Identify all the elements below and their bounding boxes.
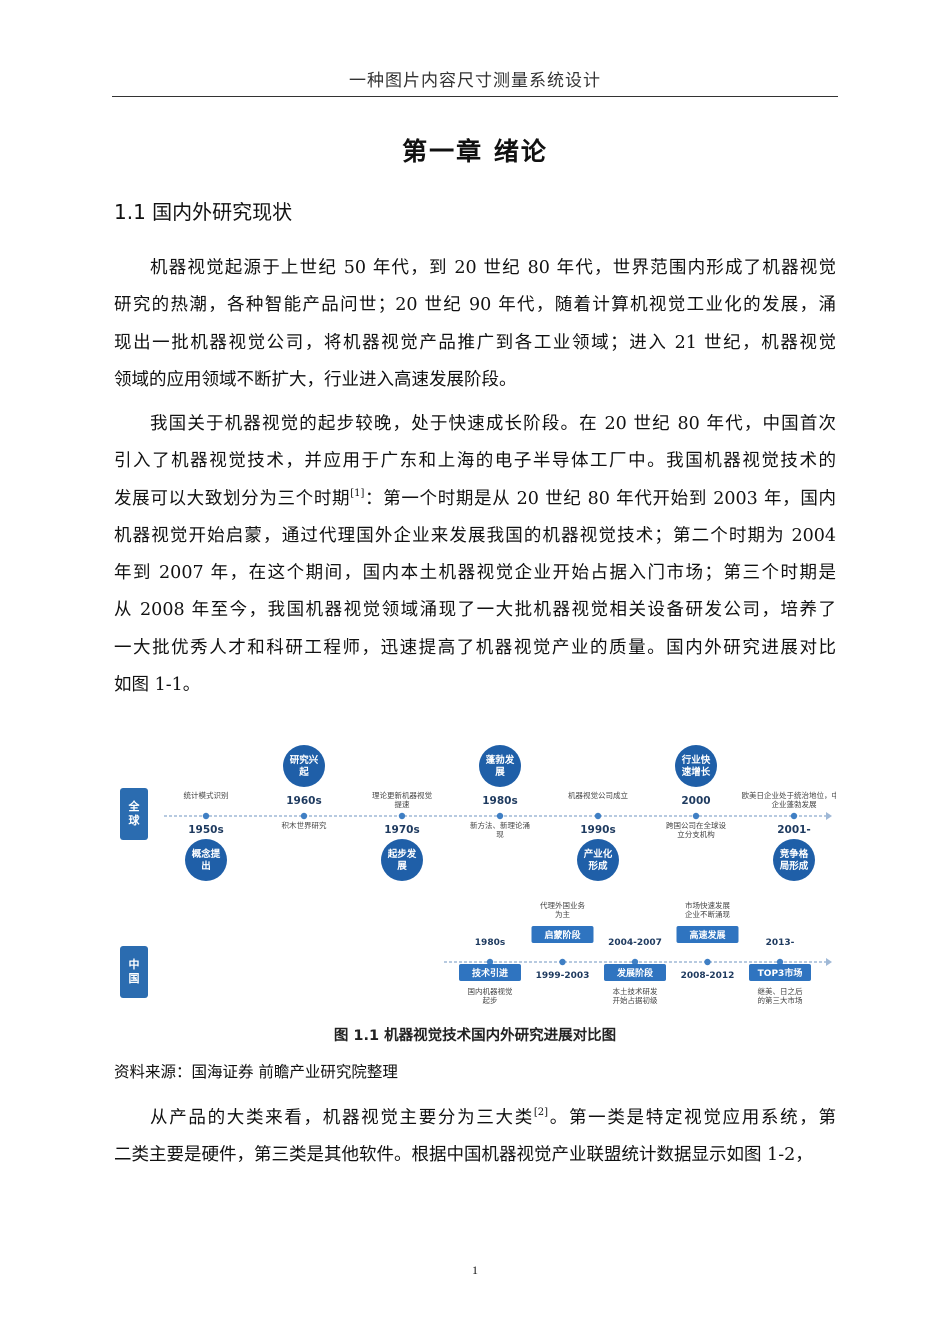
header-rule bbox=[112, 96, 838, 97]
paragraph-line: 机器视觉起源于上世纪 50 年代，到 20 世纪 80 年代，世界范围内形成了机… bbox=[150, 258, 836, 278]
timeline-dot bbox=[704, 958, 711, 966]
stage-label: 行业快速增长 bbox=[681, 754, 711, 778]
paragraph-line: 二类主要是硬件，第三类是其他软件。根据中国机器视觉产业联盟统计数据显示如图 1-… bbox=[114, 1145, 813, 1166]
event-note: 代理外国业务为主 bbox=[540, 900, 585, 919]
timeline-dot bbox=[496, 812, 504, 820]
timeline-dot bbox=[631, 958, 639, 966]
event-note: 本土技术研发开始占据初级 bbox=[613, 986, 658, 1005]
year-label: 2013- bbox=[766, 938, 795, 948]
timeline-dot bbox=[559, 958, 566, 966]
stage-label: 高速发展 bbox=[689, 929, 725, 941]
event-note: 国内机器视觉起步 bbox=[468, 986, 513, 1005]
year-label: 1999-2003 bbox=[536, 971, 590, 981]
stage-label: 研究兴起 bbox=[290, 754, 319, 778]
paragraph-line: 现出一批机器视觉公司，将机器视觉产品推广到各工业领域；进入 21 世纪，机器视觉 bbox=[114, 332, 836, 353]
stage-box bbox=[459, 964, 521, 981]
paragraph-line: 发展可以大致划分为三个时期[1]：第一个时期是从 20 世纪 80 年代开始到 … bbox=[114, 481, 836, 518]
citation-ref: [1] bbox=[350, 487, 365, 499]
event-note: 理论更新机器视觉提速 bbox=[372, 790, 432, 809]
paragraph-line: 如图 1-1。 bbox=[114, 675, 201, 696]
timeline-dot bbox=[398, 812, 406, 820]
event-note: 跨国公司在全球设立分支机构 bbox=[666, 820, 726, 839]
paragraph-line: 研究的热潮，各种智能产品问世；20 世纪 90 年代，随着计算机视觉工业化的发展… bbox=[114, 295, 836, 316]
event-note: 新方法、新理论涌现 bbox=[470, 820, 530, 839]
paragraph-text: 发展可以大致划分为三个时期 bbox=[114, 488, 351, 509]
stage-label: 蓬勃发展 bbox=[486, 754, 515, 778]
stage-box bbox=[531, 926, 594, 943]
paragraph-line: 我国关于机器视觉的起步较晚，处于快速成长阶段。在 20 世纪 80 年代，中国首… bbox=[150, 414, 836, 434]
global-label: 全球 bbox=[128, 799, 141, 827]
china-label: 中国 bbox=[129, 957, 140, 985]
stage-box bbox=[676, 926, 739, 943]
paragraph-line: 领域的应用领域不断扩大，行业进入高速发展阶段。 bbox=[114, 369, 517, 390]
year-label: 1950s bbox=[188, 824, 223, 836]
event-note: 市场快速发展企业不断涌现 bbox=[685, 900, 730, 919]
paragraph-text: 从产品的大类来看，机器视觉主要分为三大类 bbox=[150, 1108, 534, 1128]
timeline-dot bbox=[202, 812, 210, 820]
stage-box bbox=[604, 964, 666, 981]
paragraph-line: 从产品的大类来看，机器视觉主要分为三大类[2]。第一类是特定视觉应用系统，第 bbox=[114, 1100, 836, 1137]
stage-label: 技术引进 bbox=[472, 967, 508, 979]
event-note: 继美、日之后的第三大市场 bbox=[758, 986, 803, 1005]
event-note: 积木世界研究 bbox=[282, 820, 327, 830]
event-note: 统计模式识别 bbox=[184, 790, 229, 800]
paragraph-2: 我国关于机器视觉的起步较晚，处于快速成长阶段。在 20 世纪 80 年代，中国首… bbox=[114, 406, 836, 704]
year-label: 1970s bbox=[384, 824, 419, 836]
stage-bubble bbox=[773, 839, 815, 881]
stage-label: 启蒙阶段 bbox=[544, 929, 581, 941]
timeline-dot bbox=[594, 812, 602, 820]
year-label: 2008-2012 bbox=[681, 971, 735, 981]
section-title: 1.1 国内外研究现状 bbox=[114, 200, 293, 224]
stage-label: 概念提出 bbox=[192, 848, 221, 872]
running-header: 一种图片内容尺寸测量系统设计 bbox=[349, 71, 601, 91]
timeline-dot bbox=[486, 958, 494, 966]
year-label: 1990s bbox=[580, 824, 615, 836]
paragraph-line: 从 2008 年至今，我国机器视觉领域涌现了一大批机器视觉相关设备研发公司，培养… bbox=[114, 600, 836, 621]
year-label: 2004-2007 bbox=[608, 938, 662, 948]
stage-label: 产业化形成 bbox=[584, 848, 613, 872]
paragraph-line: 年到 2007 年，在这个期间，国内本土机器视觉企业开始占据入门市场；第三个时期… bbox=[114, 563, 836, 584]
year-label: 2000 bbox=[681, 795, 710, 807]
stage-box bbox=[749, 964, 811, 981]
year-label: 1980s bbox=[475, 938, 505, 948]
paragraph-1: 机器视觉起源于上世纪 50 年代，到 20 世纪 80 年代，世界范围内形成了机… bbox=[114, 250, 836, 399]
stage-bubble bbox=[283, 745, 325, 787]
stage-bubble bbox=[675, 745, 717, 787]
paragraph-line: 一大批优秀人才和科研工程师，迅速提高了机器视觉产业的质量。国内外研究进展对比 bbox=[114, 637, 836, 658]
figure-caption: 图 1.1 机器视觉技术国内外研究进展对比图 bbox=[333, 1028, 617, 1044]
stage-label: TOP3市场 bbox=[758, 967, 803, 979]
paragraph-line: 引入了机器视觉技术，并应用于广东和上海的电子半导体工厂中。我国机器视觉技术的 bbox=[114, 451, 836, 472]
paragraph-line: 机器视觉开始启蒙，通过代理国外企业来发展我国的机器视觉技术；第二个时期为 200… bbox=[114, 525, 836, 546]
timeline-dot bbox=[692, 812, 700, 820]
event-note: 机器视觉公司成立 bbox=[568, 790, 628, 800]
stage-label: 发展阶段 bbox=[616, 967, 654, 979]
timeline-dot bbox=[300, 812, 308, 820]
global-label-box bbox=[120, 788, 148, 840]
timeline-dot bbox=[790, 812, 798, 820]
stage-label: 起步发展 bbox=[387, 848, 417, 872]
chapter-title: 第一章 绪论 bbox=[402, 137, 548, 166]
year-label: 1980s bbox=[482, 795, 517, 807]
event-note: 欧美日企业处于统治地位，中国企业蓬勃发展 bbox=[742, 790, 837, 809]
stage-bubble bbox=[185, 839, 227, 881]
stage-bubble bbox=[479, 745, 521, 787]
year-label: 2001- bbox=[777, 824, 811, 836]
paragraph-text: ：第一个时期是从 20 世纪 80 年代开始到 2003 年，国内 bbox=[364, 488, 837, 509]
timeline-dot bbox=[776, 958, 784, 966]
source-note: 资料来源：国海证券 前瞻产业研究院整理 bbox=[114, 1063, 398, 1081]
stage-bubble bbox=[577, 839, 619, 881]
stage-bubble bbox=[381, 839, 423, 881]
page-number: 1 bbox=[472, 1263, 478, 1277]
china-label-box bbox=[120, 946, 148, 998]
stage-label: 竞争格局形成 bbox=[779, 848, 809, 872]
year-label: 1960s bbox=[286, 795, 321, 807]
paragraph-3: 从产品的大类来看，机器视觉主要分为三大类[2]。第一类是特定视觉应用系统，第 二… bbox=[114, 1100, 836, 1175]
china-axis-arrow bbox=[826, 958, 832, 966]
global-axis-arrow bbox=[826, 812, 832, 820]
paragraph-text: 。第一类是特定视觉应用系统，第 bbox=[548, 1108, 837, 1128]
citation-ref: [2] bbox=[533, 1107, 549, 1118]
